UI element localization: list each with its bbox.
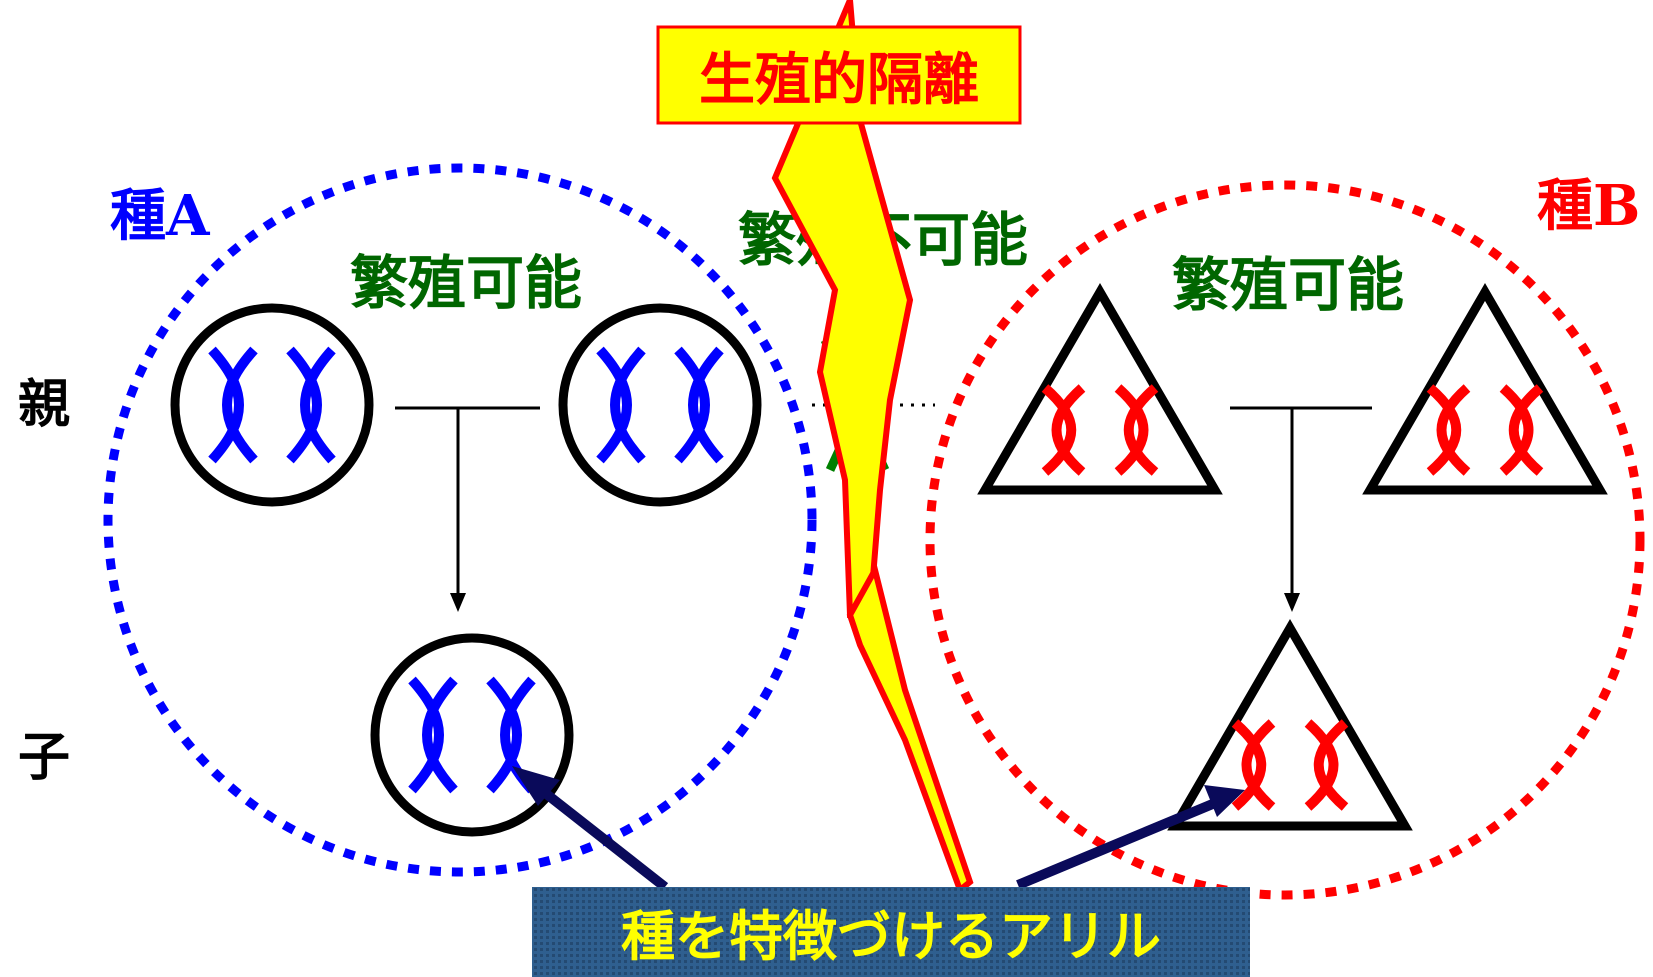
species-b-boundary <box>925 180 1645 900</box>
species-a-parent-1 <box>170 303 374 507</box>
species-b-parent-1 <box>977 283 1223 495</box>
species-a-parent-2 <box>558 303 762 507</box>
allele-arrow-species-b <box>1016 785 1245 890</box>
species-b-label: 種B <box>1537 173 1640 239</box>
species-a-label: 種A <box>110 183 211 249</box>
species-a-boundary <box>103 163 817 877</box>
species-b-parent-2 <box>1362 283 1608 495</box>
parent-row-label: 親 <box>18 375 70 435</box>
fertile-label-species-a: 繁殖可能 <box>350 249 582 317</box>
triangle-individual-icon <box>1362 283 1608 495</box>
triangle-individual-icon <box>977 283 1223 495</box>
reproductive-isolation-box: 生殖的隔離 <box>656 25 1022 125</box>
allele-arrow-species-a <box>512 766 669 891</box>
species-b-child <box>1167 619 1413 831</box>
characteristic-allele-label: 種を特徴づけるアリル <box>621 905 1161 968</box>
lightning-bolt-lower <box>846 561 974 895</box>
species-a-child <box>370 633 574 837</box>
reproductive-isolation-label: 生殖的隔離 <box>699 48 979 113</box>
circle-individual-icon <box>558 303 762 507</box>
species-a-mating-connector <box>395 406 540 612</box>
child-row-label: 子 <box>18 728 70 788</box>
species-b-mating-connector <box>1230 406 1372 612</box>
circle-individual-icon <box>170 303 374 507</box>
characteristic-allele-box: 種を特徴づけるアリル <box>532 887 1250 977</box>
fertile-label-species-b: 繁殖可能 <box>1172 251 1404 319</box>
